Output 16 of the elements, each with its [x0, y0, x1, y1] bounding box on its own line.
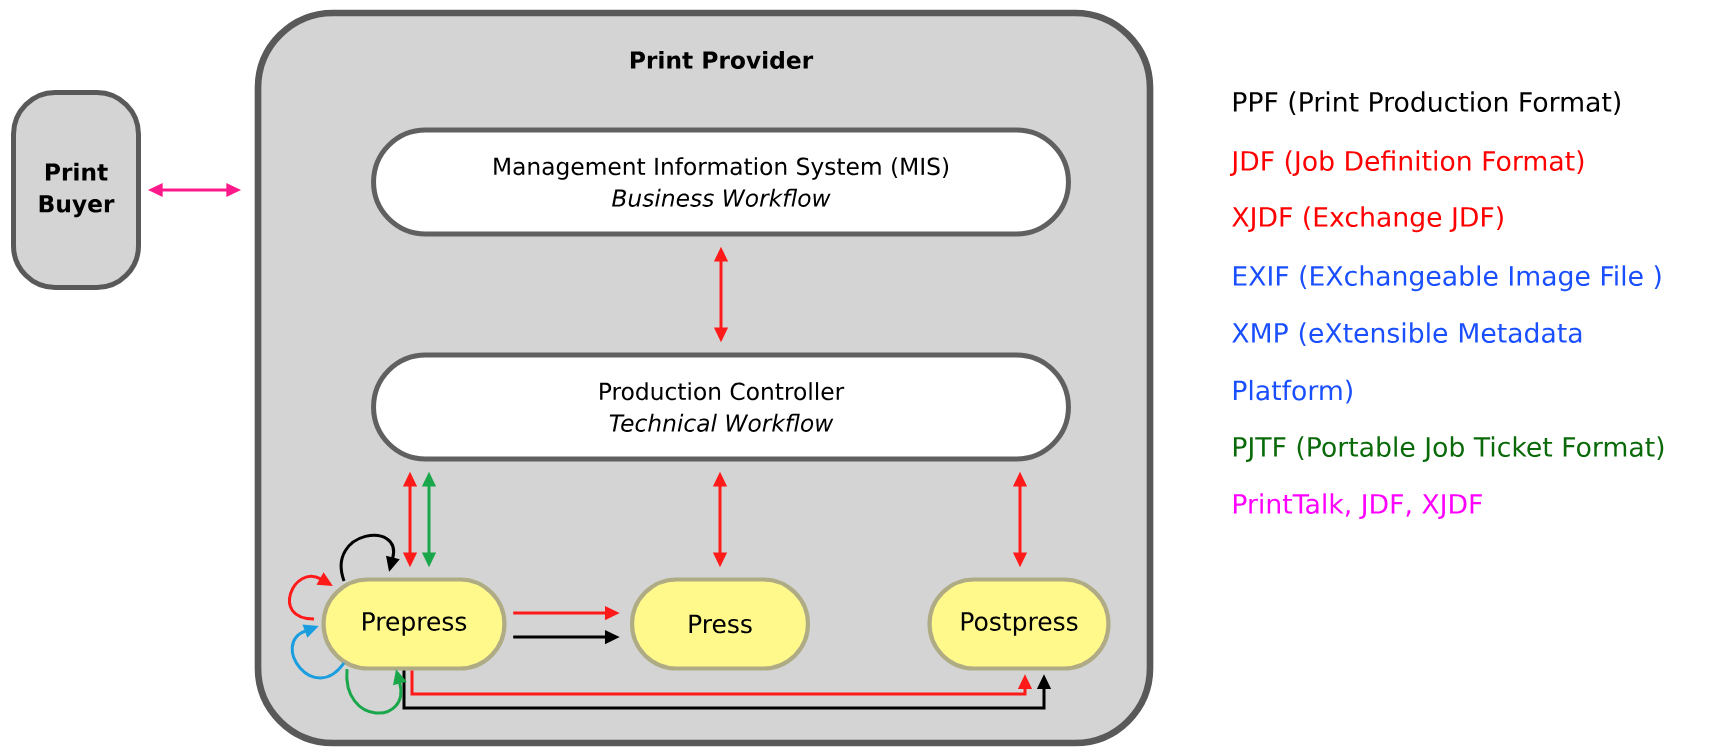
legend-entry: XMP (eXtensible Metadata Platform)	[1232, 322, 1582, 404]
stage-box: Prepress	[321, 577, 507, 671]
arrow	[290, 624, 346, 680]
heading: Print Provider	[630, 50, 814, 69]
legend-entry: PrintTalk, JDF, XJDF	[1233, 493, 1482, 519]
stage-box: Press	[629, 577, 811, 671]
legend-entry: EXIF (EXchangeable Image File )	[1233, 265, 1661, 292]
arrow	[339, 533, 400, 582]
stage-box: Postpress	[927, 577, 1111, 671]
legend-entry: JDF (Job Definition Format)	[1229, 150, 1584, 176]
rounded-box: Print Buyer	[11, 90, 141, 290]
process-box: Management Information System (MIS) Business Workflow	[371, 127, 1071, 237]
legend-entry: PPF (Print Production Format)	[1233, 91, 1620, 116]
legend-entry: PJTF (Portable Job Ticket Format)	[1233, 436, 1664, 462]
legend-entry: XJDF (Exchange JDF)	[1232, 206, 1503, 233]
process-box: Production Controller Technical Workflow	[371, 352, 1071, 462]
